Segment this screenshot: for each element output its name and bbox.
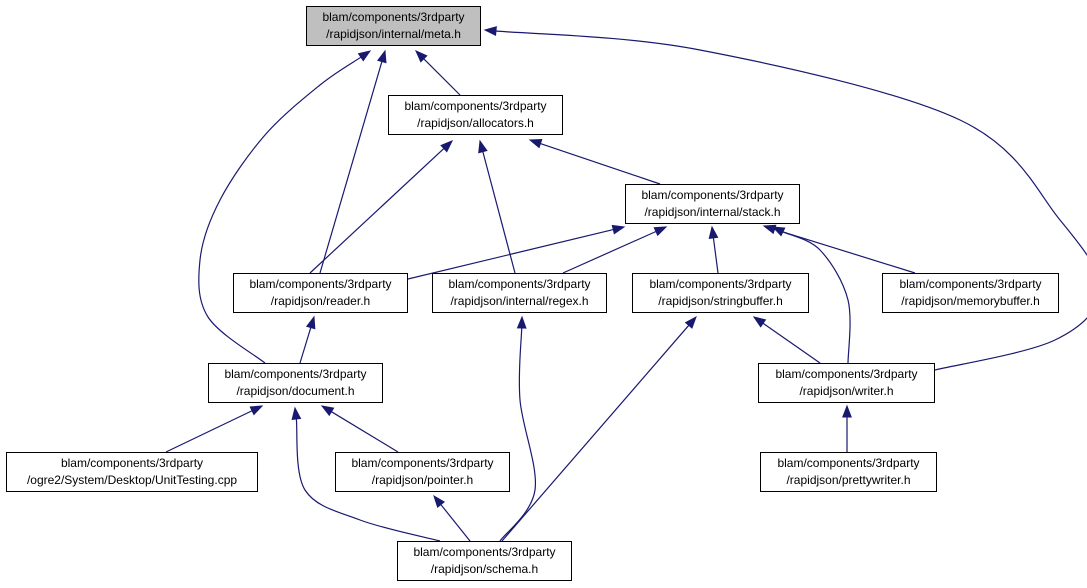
node-document-line1: blam/components/3rdparty [224,367,367,381]
edge-memorybuffer-to-stack [774,228,916,274]
node-allocators[interactable]: blam/components/3rdparty/rapidjson/alloc… [388,95,563,135]
node-schema[interactable]: blam/components/3rdparty/rapidjson/schem… [397,541,572,581]
edge-pointer-to-document [331,411,399,453]
edge-regex-to-stack [562,230,657,274]
edge-reader-to-allocators-arrowhead [440,140,454,153]
edge-pointer-to-document-arrowhead [320,405,335,417]
node-meta-line2: /rapidjson/internal/meta.h [326,27,461,41]
edge-document-to-reader-arrowhead [305,315,316,330]
edge-writer-to-stringbuffer-arrowhead [752,316,767,328]
edge-schema-to-document [295,418,441,542]
node-writer-line2: /rapidjson/writer.h [799,384,894,398]
edge-schema-to-stringbuffer-arrowhead [684,315,697,329]
edge-stack-to-allocators [540,142,661,185]
edge-writer-to-meta-arrowhead [483,26,497,36]
node-schema-line1: blam/components/3rdparty [413,545,556,559]
node-stack-line1: blam/components/3rdparty [641,188,784,202]
node-stringbuffer[interactable]: blam/components/3rdparty/rapidjson/strin… [632,273,809,313]
edge-stringbuffer-to-stack-arrowhead [708,225,719,240]
edge-stack-to-allocators-arrowhead [528,139,543,149]
node-reader-line2: /rapidjson/reader.h [270,294,371,308]
edge-regex-to-allocators-arrowhead [478,139,488,154]
edge-reader-to-allocators [309,148,445,274]
node-document[interactable]: blam/components/3rdparty/rapidjson/docum… [208,363,383,403]
edge-allocators-to-meta [423,58,461,96]
node-pointer[interactable]: blam/components/3rdparty/rapidjson/point… [335,452,510,492]
node-stack-line2: /rapidjson/internal/stack.h [644,205,781,219]
node-stack[interactable]: blam/components/3rdparty/rapidjson/inter… [625,184,800,224]
node-memorybuffer-line1: blam/components/3rdparty [899,277,1042,291]
node-writer[interactable]: blam/components/3rdparty/rapidjson/write… [758,363,935,403]
node-reader[interactable]: blam/components/3rdparty/rapidjson/reade… [233,273,408,313]
edge-schema-to-pointer [440,504,471,542]
edge-writer-to-stack [782,231,851,364]
node-allocators-line1: blam/components/3rdparty [404,99,547,113]
edge-stringbuffer-to-stack [712,237,719,274]
node-meta: blam/components/3rdparty/rapidjson/inter… [306,6,481,46]
edge-allocators-to-meta-arrowhead [415,50,428,63]
edge-schema-to-regex-arrowhead [516,315,527,329]
edge-regex-to-stack-arrowhead [653,226,668,237]
node-memorybuffer[interactable]: blam/components/3rdparty/rapidjson/memor… [882,273,1059,313]
edge-document-to-reader [299,327,312,364]
edge-prettywriter-to-writer-arrowhead [842,404,852,418]
node-reader-line1: blam/components/3rdparty [249,277,392,291]
edge-unittesting-to-document [165,410,253,453]
node-stringbuffer-line1: blam/components/3rdparty [649,277,792,291]
node-document-line2: /rapidjson/document.h [236,384,355,398]
node-schema-line2: /rapidjson/schema.h [430,562,539,576]
node-memorybuffer-line2: /rapidjson/memorybuffer.h [901,294,1040,308]
edge-unittesting-to-document-arrowhead [249,405,264,416]
node-prettywriter-line1: blam/components/3rdparty [777,456,920,470]
node-writer-line1: blam/components/3rdparty [775,367,918,381]
edge-schema-to-document-arrowhead [291,406,302,421]
node-unittesting-line2: /ogre2/System/Desktop/UnitTesting.cpp [26,473,238,487]
node-stringbuffer-line2: /rapidjson/stringbuffer.h [658,294,783,308]
node-unittesting[interactable]: blam/components/3rdparty/ogre2/System/De… [6,452,258,492]
node-pointer-line1: blam/components/3rdparty [351,456,494,470]
edge-reader-to-meta [319,61,383,274]
node-unittesting-line1: blam/components/3rdparty [60,456,204,470]
edge-regex-to-allocators [482,151,516,274]
node-allocators-line2: /rapidjson/allocators.h [417,116,534,130]
edge-document-to-meta [198,56,362,364]
edge-schema-to-regex [499,327,537,542]
edge-writer-to-stack-arrowhead [771,226,786,237]
node-prettywriter-line2: /rapidjson/prettywriter.h [786,473,911,487]
edge-document-to-meta-arrowhead [357,50,372,62]
node-meta-line1: blam/components/3rdparty [322,10,465,24]
edge-writer-to-meta [495,30,1087,371]
node-regex-line2: /rapidjson/internal/regex.h [450,294,589,308]
node-prettywriter[interactable]: blam/components/3rdparty/rapidjson/prett… [760,452,937,492]
edge-layer [165,26,1087,542]
edge-reader-to-stack-arrowhead [611,224,626,235]
node-pointer-line2: /rapidjson/pointer.h [371,473,474,487]
node-regex-line1: blam/components/3rdparty [448,277,591,291]
node-regex[interactable]: blam/components/3rdparty/rapidjson/inter… [432,273,607,313]
edge-schema-to-stringbuffer [501,324,690,542]
edge-memorybuffer-to-stack-arrowhead [762,224,777,235]
edge-writer-to-stringbuffer [762,322,821,364]
edge-schema-to-pointer-arrowhead [433,494,446,509]
edge-reader-to-meta-arrowhead [377,49,387,64]
